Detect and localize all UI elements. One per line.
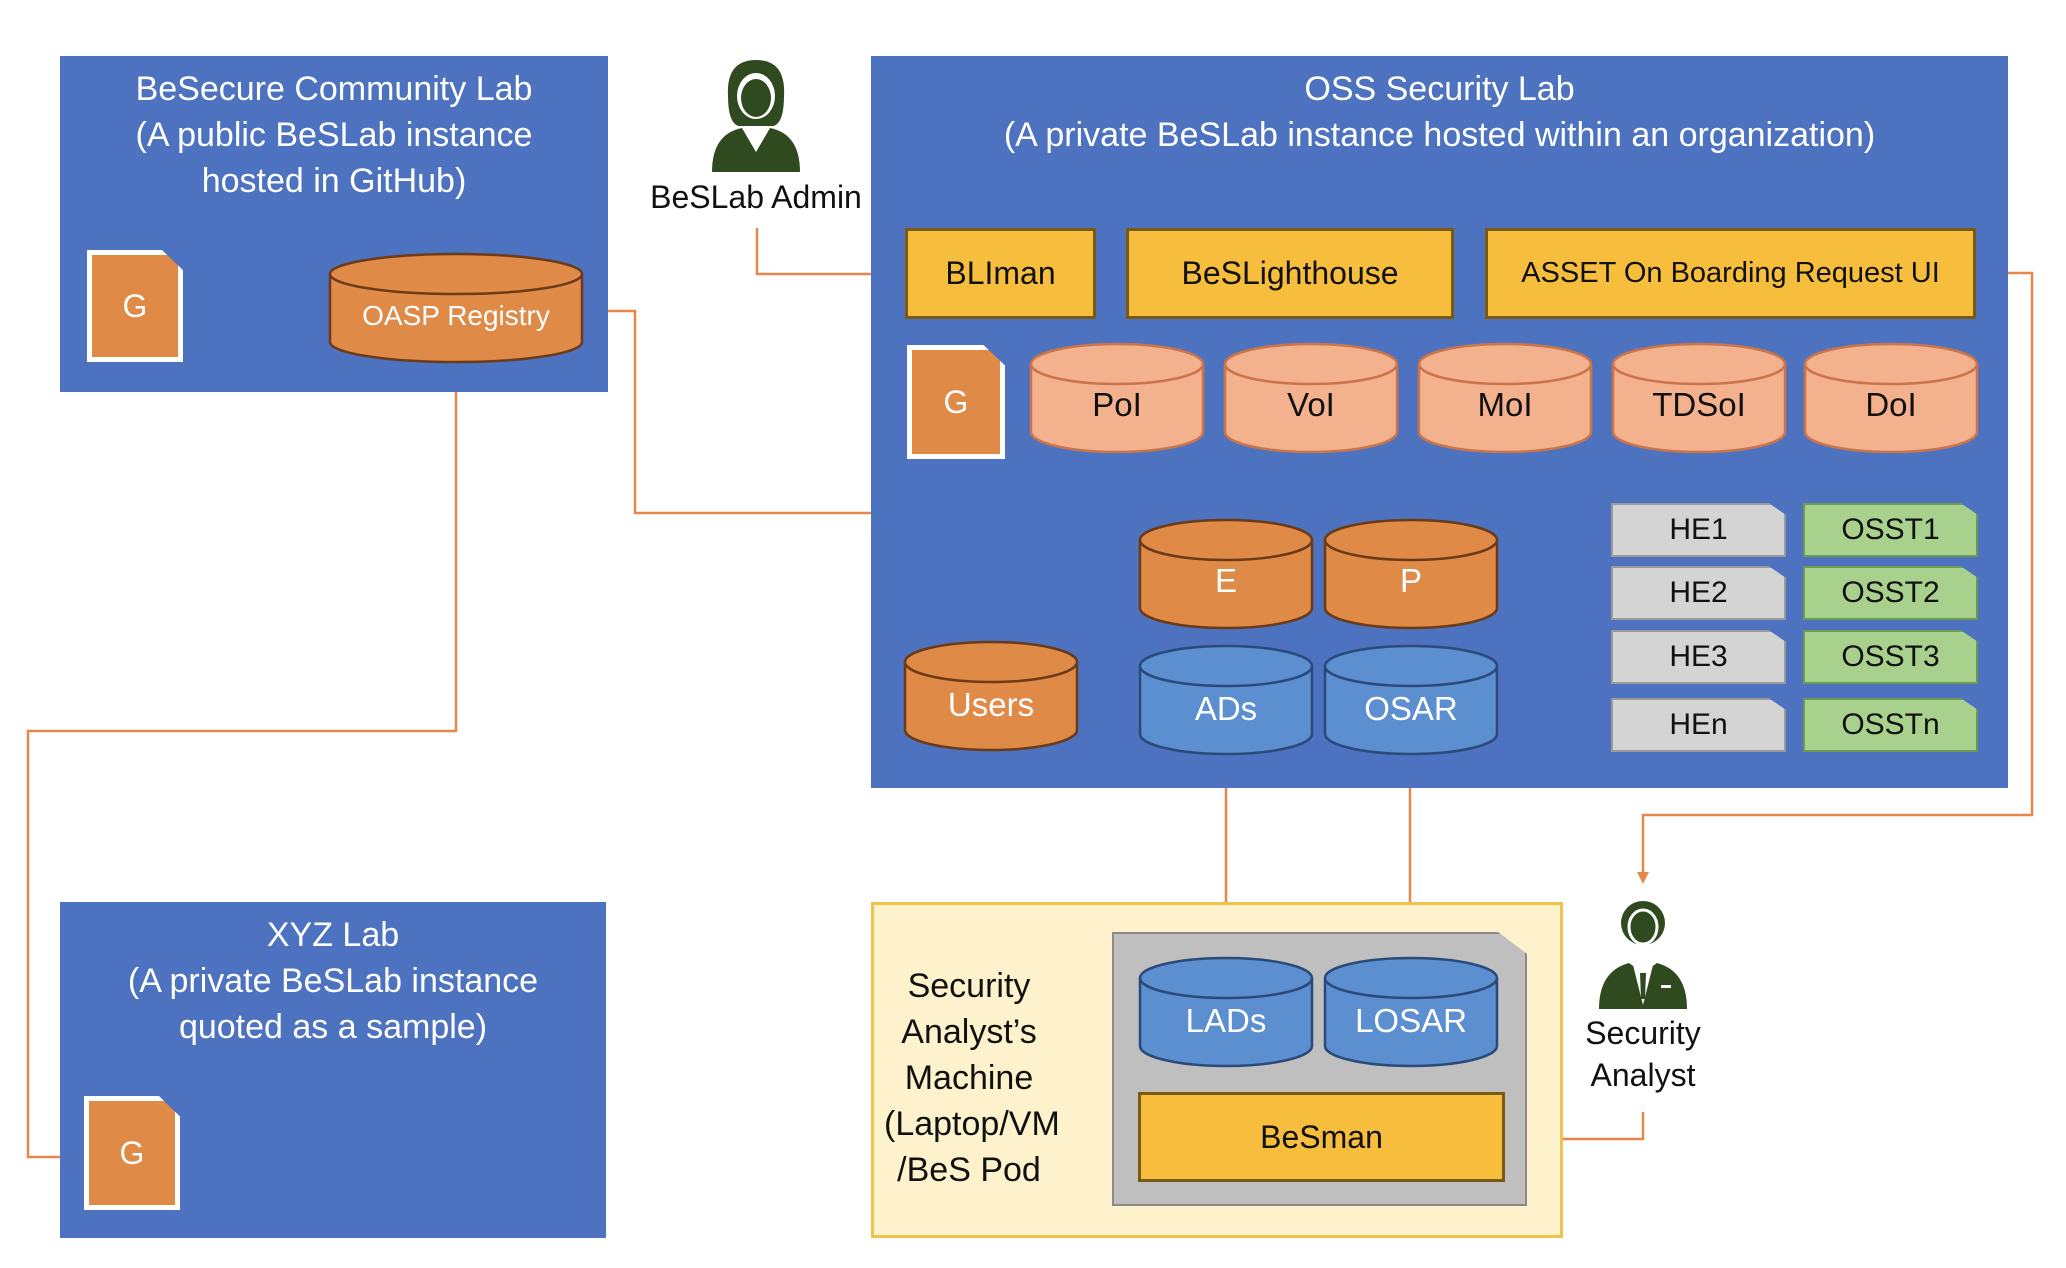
- oasp-registry-label: OASP Registry: [362, 300, 550, 331]
- ads-label: ADs: [1194, 690, 1258, 727]
- voi-db: VoI: [1223, 342, 1399, 454]
- arrow-xyz-to-registry: [26, 363, 462, 1159]
- moi-db: MoI: [1417, 342, 1593, 454]
- tdsoi-label: TDSoI: [1652, 386, 1746, 423]
- osar-label: OSAR: [1364, 690, 1458, 727]
- osst2-tag: OSST2: [1803, 566, 1978, 620]
- doi-db: DoI: [1803, 342, 1979, 454]
- bliman-box: BLIman: [905, 228, 1096, 319]
- community-lab-g-label: G: [122, 287, 148, 324]
- xyz-lab-title: XYZ Lab (A private BeSLab instance quote…: [127, 916, 539, 1046]
- beslighthouse-box: BeSLighthouse: [1126, 228, 1454, 319]
- users-db: Users: [903, 640, 1079, 752]
- osar-db: OSAR: [1323, 644, 1499, 756]
- asset-onboarding-ui-box: ASSET On Boarding Request UI: [1485, 228, 1976, 319]
- analyst-machine-title: Security Analyst’s Machine (Laptop/VM /B…: [884, 967, 1060, 1189]
- poi-label: PoI: [1092, 386, 1142, 423]
- voi-label: VoI: [1287, 386, 1335, 423]
- p-label: P: [1399, 562, 1422, 599]
- besman-box: BeSman: [1138, 1092, 1505, 1182]
- oss-lab-title: OSS Security Lab (A private BeSLab insta…: [1003, 70, 1876, 154]
- security-analyst-person-icon: [1599, 901, 1687, 1009]
- beslab-admin-label: BeSLab Admin: [650, 179, 862, 215]
- osst3-tag: OSST3: [1803, 630, 1978, 684]
- xyz-lab-g-doc-icon: G: [84, 1096, 180, 1210]
- oss-lab-g-doc-icon: G: [907, 345, 1005, 459]
- hen-tag: HEn: [1611, 698, 1786, 752]
- moi-label: MoI: [1477, 386, 1533, 423]
- ads-db: ADs: [1138, 644, 1314, 756]
- security-analyst-label: Security Analyst: [1585, 1015, 1701, 1093]
- e-db: E: [1138, 518, 1314, 630]
- users-label: Users: [947, 686, 1035, 723]
- community-lab-title: BeSecure Community Lab (A public BeSLab …: [135, 70, 533, 200]
- p-db: P: [1323, 518, 1499, 630]
- xyz-lab-panel: XYZ Lab (A private BeSLab instance quote…: [60, 902, 606, 1238]
- community-lab-g-doc-icon: G: [87, 250, 183, 362]
- poi-db: PoI: [1029, 342, 1205, 454]
- xyz-lab-g-label: G: [119, 1134, 145, 1171]
- doi-label: DoI: [1865, 386, 1917, 423]
- arrow-asset-ui-to-analyst: [1637, 271, 2034, 884]
- e-label: E: [1214, 562, 1237, 599]
- lads-label: LADs: [1185, 1002, 1267, 1039]
- osst1-tag: OSST1: [1803, 503, 1978, 557]
- he1-tag: HE1: [1611, 503, 1786, 557]
- oasp-registry-db: OASP Registry: [328, 252, 584, 364]
- he2-tag: HE2: [1611, 566, 1786, 620]
- losar-db: LOSAR: [1323, 956, 1499, 1068]
- lads-db: LADs: [1138, 956, 1314, 1068]
- tdsoi-db: TDSoI: [1611, 342, 1787, 454]
- losar-label: LOSAR: [1355, 1002, 1467, 1039]
- beslab-admin-person-icon: [712, 60, 800, 172]
- arrow-admin-to-bliman: [755, 228, 906, 280]
- oss-lab-g-label: G: [943, 383, 969, 420]
- he3-tag: HE3: [1611, 630, 1786, 684]
- osstn-tag: OSSTn: [1803, 698, 1978, 752]
